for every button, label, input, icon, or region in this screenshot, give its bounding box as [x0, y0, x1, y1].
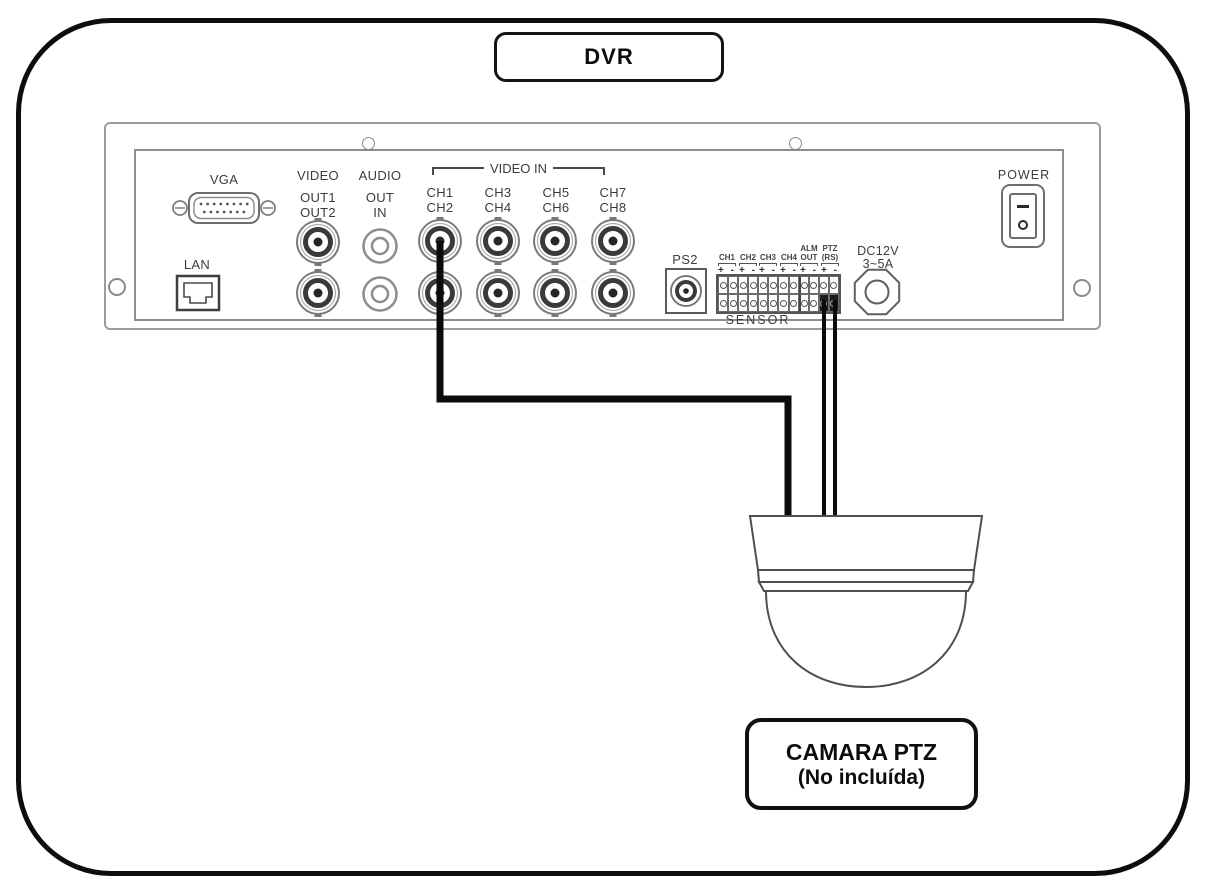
screw-icon [1073, 279, 1091, 297]
vga-label: VGA [209, 172, 239, 187]
ps2-label: PS2 [672, 252, 698, 267]
audio-out-label: OUT [365, 190, 395, 205]
bnc-video-in-ch7 [592, 217, 634, 265]
ch4-label: CH4 [484, 200, 512, 215]
bnc-video-out2 [297, 269, 339, 317]
bnc-video-in-ch8 [592, 269, 634, 317]
power-off-mark-icon [1018, 220, 1028, 230]
camera-label-title: CAMARA PTZ [785, 738, 938, 765]
power-rocker [1009, 193, 1037, 239]
power-on-mark-icon [1017, 205, 1029, 208]
screw-icon [108, 278, 126, 296]
bnc-video-in-ch6 [534, 269, 576, 317]
ch1-label: CH1 [426, 185, 454, 200]
bracket-icon [821, 263, 839, 266]
dc-amp-label: 3~5A [862, 257, 894, 271]
sensor-group-label: PTZ (RS) + - [821, 244, 839, 276]
lan-label: LAN [183, 257, 211, 272]
ch3-label: CH3 [484, 185, 512, 200]
bnc-video-in-ch4 [477, 269, 519, 317]
ptz-dome-camera [748, 515, 984, 689]
rca-audio-in [362, 276, 398, 312]
video-cable-ch1-to-camera [436, 241, 792, 522]
sensor-group-label: CH2 + - [739, 253, 757, 276]
video-out1-label: OUT1 [300, 190, 336, 205]
vga-connector-icon [172, 192, 276, 224]
camera-label-box: CAMARA PTZ (No incluída) [745, 718, 978, 810]
dc-power-jack-icon [853, 268, 901, 316]
sensor-group-label: CH1 + - [718, 253, 736, 276]
camera-lip [757, 581, 975, 592]
bracket-icon [718, 263, 736, 266]
screw-icon [362, 137, 375, 150]
lan-port-icon [175, 274, 221, 312]
screw-icon [789, 137, 802, 150]
camera-band [756, 569, 976, 583]
video-out-title: VIDEO [297, 168, 339, 183]
diagram-border-frame [16, 18, 1190, 876]
audio-in-label: IN [373, 205, 387, 220]
ch7-label: CH7 [599, 185, 627, 200]
bracket-icon [780, 263, 798, 266]
sensor-group-label: CH4 + - [780, 253, 798, 276]
ch8-label: CH8 [599, 200, 627, 215]
sensor-group-label: ALM OUT + - [800, 244, 818, 276]
dc12v-label: DC12V [857, 244, 899, 258]
bnc-video-out1 [297, 218, 339, 266]
video-out2-label: OUT2 [300, 205, 336, 220]
camera-housing [748, 515, 984, 571]
audio-title: AUDIO [358, 168, 402, 183]
dvr-title-box: DVR [494, 32, 724, 82]
camera-label-subtitle: (No incluída) [797, 765, 926, 789]
bnc-video-in-ch3 [477, 217, 519, 265]
video-in-title: VIDEO IN [432, 160, 605, 178]
bnc-video-in-ch5 [534, 217, 576, 265]
bracket-icon [759, 263, 777, 266]
ps2-connector-icon [665, 268, 707, 314]
rca-audio-out [362, 228, 398, 264]
ch6-label: CH6 [542, 200, 570, 215]
sensor-title: SENSOR [725, 313, 791, 327]
bracket-icon [800, 263, 818, 266]
sensor-group-label: CH3 + - [759, 253, 777, 276]
bracket-icon [739, 263, 757, 266]
camera-dome [764, 590, 968, 689]
dvr-title: DVR [584, 44, 634, 69]
power-label: POWER [997, 168, 1051, 182]
ch5-label: CH5 [542, 185, 570, 200]
ch2-label: CH2 [426, 200, 454, 215]
